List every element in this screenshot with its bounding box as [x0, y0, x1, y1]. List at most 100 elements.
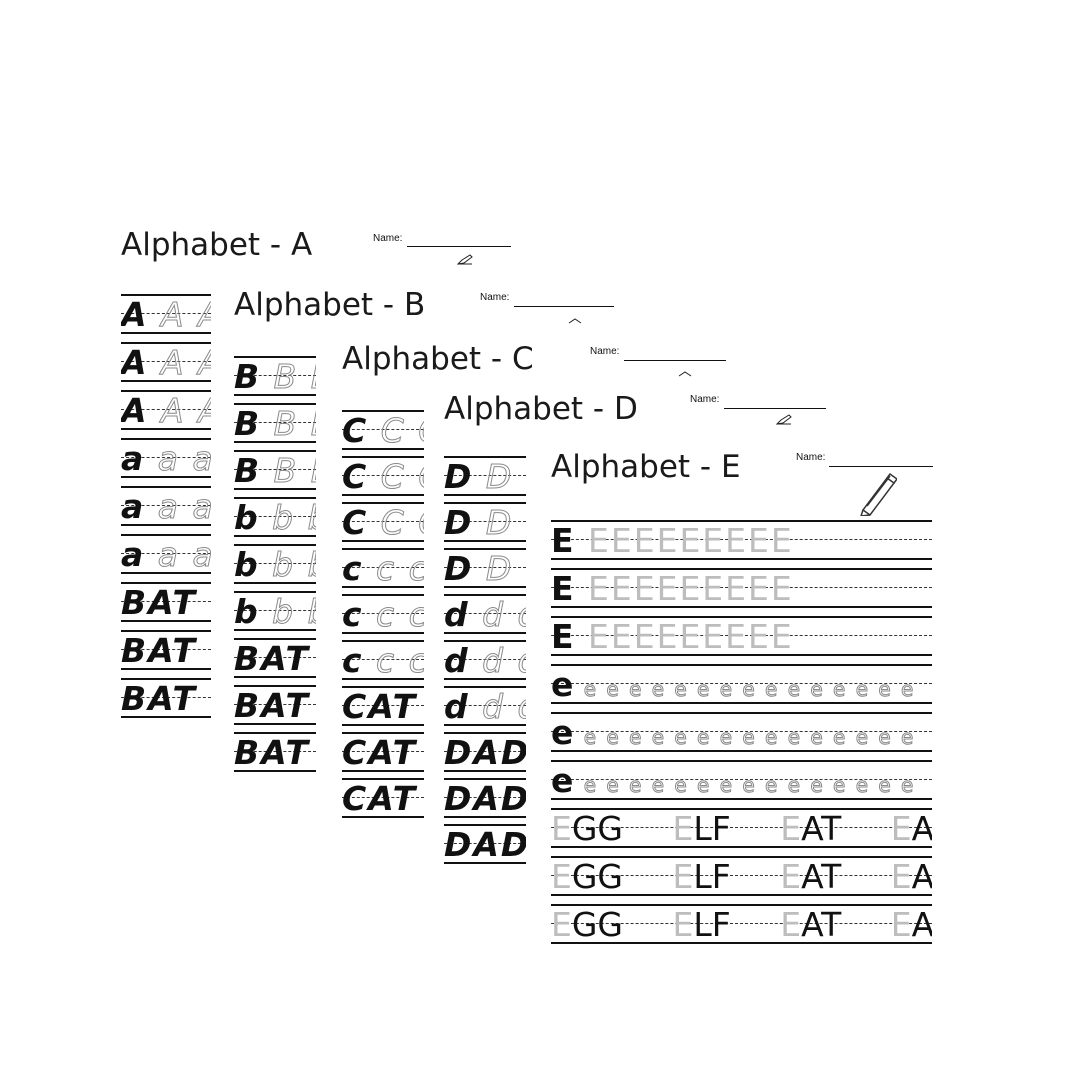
practice-text: c c c: [342, 643, 424, 678]
ruled-line: [444, 770, 526, 772]
ruled-line: [234, 723, 316, 725]
ruled-line: [342, 456, 424, 458]
dashed-midline: [121, 553, 211, 554]
pencil-icon: [775, 410, 792, 429]
ruled-line: [342, 678, 424, 680]
model-letter: b: [234, 592, 260, 631]
dashed-midline: [342, 705, 424, 706]
practice-text: CAT: [342, 736, 417, 770]
dashed-midline: [444, 751, 526, 752]
ruled-line: [551, 702, 932, 704]
practice-text: c c c: [342, 597, 424, 632]
practice-word: AR: [911, 905, 932, 944]
name-label: Name:: [480, 292, 510, 303]
dashed-midline: [444, 475, 526, 476]
practice-word: LF: [693, 809, 731, 848]
tracing-letters: D D: [485, 503, 526, 542]
worksheet-title: Alphabet - A: [121, 227, 313, 263]
ruled-line: [121, 428, 211, 430]
dashed-midline: [342, 797, 424, 798]
ruled-line: [444, 640, 526, 642]
handwriting-row: DAD: [444, 778, 526, 818]
model-letter: a: [121, 439, 146, 478]
practice-word: GG: [571, 857, 624, 896]
name-field[interactable]: [407, 246, 511, 247]
ruled-line: [342, 732, 424, 734]
dashed-midline: [234, 469, 316, 470]
model-letter: a: [121, 535, 146, 574]
handwriting-row: C C C: [342, 456, 424, 496]
practice-text: a a a a: [121, 439, 211, 478]
ruled-line: [444, 724, 526, 726]
traced-start-letter: E: [780, 809, 802, 848]
dashed-midline: [551, 587, 932, 588]
practice-text: DAD: [444, 828, 526, 862]
name-field[interactable]: [724, 408, 826, 409]
tracing-letters: C C: [380, 503, 424, 542]
tracing-letters: a a a: [157, 487, 211, 526]
ruled-line: [234, 582, 316, 584]
model-letter: BAT: [234, 733, 311, 772]
traced-start-letter: E: [672, 809, 694, 848]
ruled-line: [342, 686, 424, 688]
pencil-icon: [568, 310, 582, 329]
ruled-line: [551, 664, 932, 666]
model-letter: d: [444, 641, 470, 680]
traced-start-letter: E: [551, 857, 572, 896]
ruled-line: [342, 632, 424, 634]
ruled-line: [444, 594, 526, 596]
model-letter: e: [551, 713, 576, 752]
ruled-line: [551, 606, 932, 608]
dashed-midline: [234, 610, 316, 611]
handwriting-row: BAT: [234, 685, 316, 725]
model-letter: b: [234, 498, 260, 537]
tracing-letters: A A: [161, 391, 211, 430]
ruled-line: [234, 732, 316, 734]
handwriting-row: e e e e e e e e e e e e e e e e: [551, 760, 932, 800]
handwriting-row: a a a a: [121, 438, 211, 478]
traced-start-letter: E: [551, 809, 572, 848]
practice-text: B B B: [234, 406, 316, 441]
name-label: Name:: [796, 452, 826, 463]
name-field[interactable]: [624, 360, 726, 361]
dashed-midline: [234, 375, 316, 376]
practice-text: d d d: [444, 689, 526, 724]
handwriting-row: CAT: [342, 732, 424, 772]
ruled-line: [234, 394, 316, 396]
dashed-midline: [342, 475, 424, 476]
dashed-midline: [342, 429, 424, 430]
dashed-midline: [444, 567, 526, 568]
ruled-line: [444, 686, 526, 688]
ruled-line: [234, 591, 316, 593]
traced-start-letter: E: [780, 905, 802, 944]
model-letter: D: [444, 457, 474, 496]
handwriting-row: EGG ELF EAT EAR: [551, 904, 932, 944]
practice-text: D D D: [444, 503, 526, 542]
dashed-midline: [121, 313, 211, 314]
pencil-icon: [456, 250, 473, 269]
ruled-line: [551, 568, 932, 570]
ruled-line: [342, 410, 424, 412]
name-field[interactable]: [514, 306, 614, 307]
model-letter: e: [551, 761, 576, 800]
handwriting-row: C C C: [342, 502, 424, 542]
tracing-letters: a a a: [157, 439, 211, 478]
practice-text: EGG ELF EAT EAR: [551, 812, 932, 846]
handwriting-row: B B B: [234, 403, 316, 443]
ruled-line: [444, 502, 526, 504]
ruled-line: [342, 594, 424, 596]
ruled-line: [234, 497, 316, 499]
practice-word: AT: [801, 809, 842, 848]
ruled-line: [342, 770, 424, 772]
model-letter: C: [342, 503, 369, 542]
ruled-line: [342, 540, 424, 542]
dashed-midline: [234, 422, 316, 423]
ruled-line: [234, 535, 316, 537]
dashed-midline: [551, 779, 932, 780]
practice-text: A A A: [121, 345, 211, 380]
ruled-line: [121, 342, 211, 344]
handwriting-row: B B B: [234, 450, 316, 490]
worksheet-title: Alphabet - D: [444, 391, 638, 427]
name-field[interactable]: [829, 466, 933, 467]
dashed-midline: [121, 601, 211, 602]
